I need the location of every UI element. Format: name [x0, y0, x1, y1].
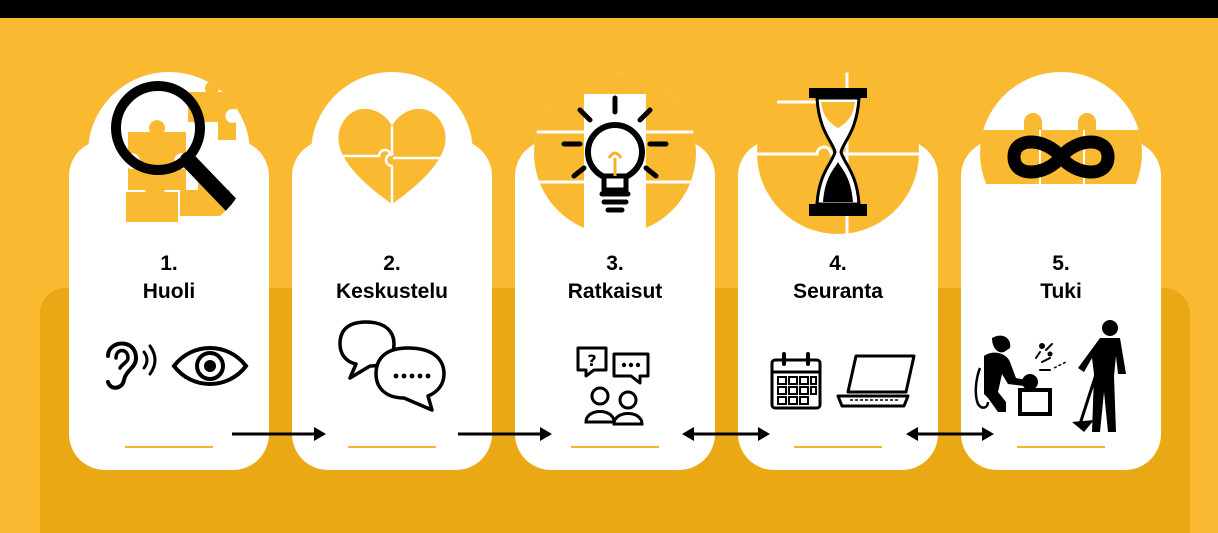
card-underline: [794, 446, 882, 448]
step-number: 1.: [160, 252, 178, 275]
step-label-2: 2. Keskustelu: [292, 250, 492, 306]
step-label-4: 4. Seuranta: [738, 250, 938, 306]
step-title: Huoli: [142, 280, 196, 303]
step-number: 5.: [1052, 252, 1070, 275]
step-title: Keskustelu: [335, 280, 449, 303]
hourglass-puzzle-icon: [757, 72, 919, 234]
svg-text:?: ?: [587, 351, 596, 370]
step-label-3: 3. Ratkaisut: [515, 250, 715, 306]
step-number: 2.: [383, 252, 401, 275]
laptop-icon: [836, 352, 920, 410]
step-number: 3.: [606, 252, 624, 275]
cleaner-icon: [1070, 316, 1134, 436]
top-bar: [0, 0, 1218, 18]
step-title: Ratkaisut: [567, 280, 663, 303]
step-title: Seuranta: [793, 280, 883, 303]
ear-icon: [96, 334, 158, 396]
step-number: 4.: [829, 252, 847, 275]
infinity-puzzle-icon: [980, 72, 1142, 234]
people-talking-icon: ?: [574, 344, 658, 428]
arrow-1-to-2: [230, 424, 330, 449]
speech-bubbles-icon: [336, 318, 448, 412]
arrow-2-to-3: [456, 424, 556, 449]
card-underline: [125, 446, 213, 448]
step-label-5: 5. Tuki: [961, 250, 1161, 306]
lightbulb-puzzle-icon: [534, 72, 696, 234]
calendar-icon: [768, 350, 826, 412]
arrow-3-to-4-bidirectional: [680, 424, 772, 449]
eye-icon: [170, 344, 250, 388]
puzzle-heart-icon: [311, 72, 473, 234]
step-label-1: 1. Huoli: [69, 250, 269, 306]
card-underline: [571, 446, 659, 448]
card-underline: [348, 446, 436, 448]
magnifier-puzzle-icon: [88, 72, 250, 234]
arrow-4-to-5-bidirectional: [904, 424, 996, 449]
step-title: Tuki: [1040, 280, 1082, 303]
card-underline: [1017, 446, 1105, 448]
welder-icon: [970, 328, 1066, 416]
